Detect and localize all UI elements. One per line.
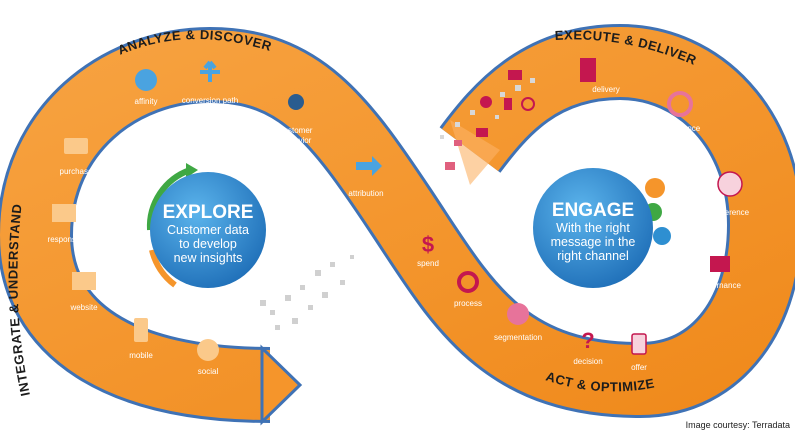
merge-arrow-icon xyxy=(356,156,382,176)
svg-text:response: response xyxy=(48,235,81,244)
step-decision: ? decision xyxy=(573,328,602,366)
step-social: social xyxy=(197,339,219,376)
step-purchase: purchase xyxy=(60,138,93,176)
engage-line-2: message in the xyxy=(551,235,636,249)
envelope-icon xyxy=(445,162,455,170)
explore-line-3: new insights xyxy=(174,251,243,265)
engage-line-3: right channel xyxy=(557,249,629,263)
svg-text:spend: spend xyxy=(417,259,439,268)
step-governance: governance xyxy=(699,256,741,290)
step-compliance: compliance xyxy=(660,91,701,133)
engage-line-1: With the right xyxy=(556,221,630,235)
step-offer: offer xyxy=(631,333,647,372)
person-icon xyxy=(288,94,304,110)
institution-icon xyxy=(710,256,730,272)
step-process: process xyxy=(454,271,482,308)
step-conversion-path: conversion path xyxy=(182,60,238,105)
speech-bubble-icon xyxy=(197,339,219,361)
svg-text:offer: offer xyxy=(631,363,647,372)
channel-icons xyxy=(445,70,535,170)
step-spend: $ spend xyxy=(417,232,439,268)
step-preference: preference xyxy=(711,171,750,217)
mail-icon xyxy=(508,70,522,80)
svg-text:preference: preference xyxy=(711,208,750,217)
heart-icon xyxy=(135,69,157,91)
svg-text:process: process xyxy=(454,299,482,308)
svg-text:decision: decision xyxy=(573,357,602,366)
step-delivery: delivery xyxy=(580,58,620,94)
step-attribution: attribution xyxy=(348,156,384,198)
step-affinity: affinity xyxy=(135,69,158,106)
engage-title: ENGAGE xyxy=(552,200,634,221)
step-response: response xyxy=(48,204,81,244)
svg-text:segmentation: segmentation xyxy=(494,333,542,342)
svg-text:website: website xyxy=(69,303,98,312)
smartphone-icon xyxy=(134,318,148,342)
svg-text:social: social xyxy=(198,367,219,376)
monitor-icon xyxy=(72,272,96,290)
thumbs-up-icon xyxy=(717,171,743,197)
step-website: website xyxy=(69,272,98,312)
explore-circle: EXPLORE Customer data to develop new ins… xyxy=(146,163,266,288)
svg-text:compliance: compliance xyxy=(660,124,701,133)
pixel-trail-left xyxy=(260,255,354,330)
arrows-icon xyxy=(200,60,220,82)
person-icon xyxy=(480,96,492,108)
step-segmentation: segmentation xyxy=(494,303,542,342)
laptop-icon xyxy=(476,128,488,137)
svg-text:purchase: purchase xyxy=(60,167,93,176)
image-credit: Image courtesy: Terradata xyxy=(686,420,790,430)
cycle-icon xyxy=(667,91,693,117)
question-icon: ? xyxy=(581,328,594,353)
dollar-icon: $ xyxy=(422,232,434,257)
explore-line-2: to develop xyxy=(179,237,237,251)
svg-text:customer: customer xyxy=(280,126,313,135)
svg-text:governance: governance xyxy=(699,281,741,290)
envelope-icon xyxy=(52,204,76,222)
explore-title: EXPLORE xyxy=(163,202,254,223)
svg-text:attribution: attribution xyxy=(348,189,383,198)
price-tag-icon xyxy=(631,333,647,355)
explore-line-1: Customer data xyxy=(167,223,249,237)
gears-icon xyxy=(457,271,479,293)
arrow-up-icon xyxy=(186,163,198,178)
svg-text:delivery: delivery xyxy=(592,85,620,94)
step-customer-behavior: customer behavior xyxy=(280,94,313,145)
svg-text:behavior: behavior xyxy=(281,136,312,145)
pie-icon xyxy=(507,303,529,325)
svg-text:conversion path: conversion path xyxy=(182,96,238,105)
step-mobile: mobile xyxy=(129,318,153,360)
svg-text:mobile: mobile xyxy=(129,351,153,360)
chat-icon xyxy=(454,140,462,146)
infinity-band xyxy=(0,24,795,426)
orange-dot xyxy=(645,178,665,198)
blue-dot xyxy=(653,227,671,245)
mailbox-icon xyxy=(580,58,596,82)
phone-icon xyxy=(504,98,512,110)
engage-circle: ENGAGE With the right message in the rig… xyxy=(533,168,671,288)
svg-text:affinity: affinity xyxy=(135,97,158,106)
headset-icon xyxy=(521,97,535,111)
credit-card-icon xyxy=(64,138,88,154)
